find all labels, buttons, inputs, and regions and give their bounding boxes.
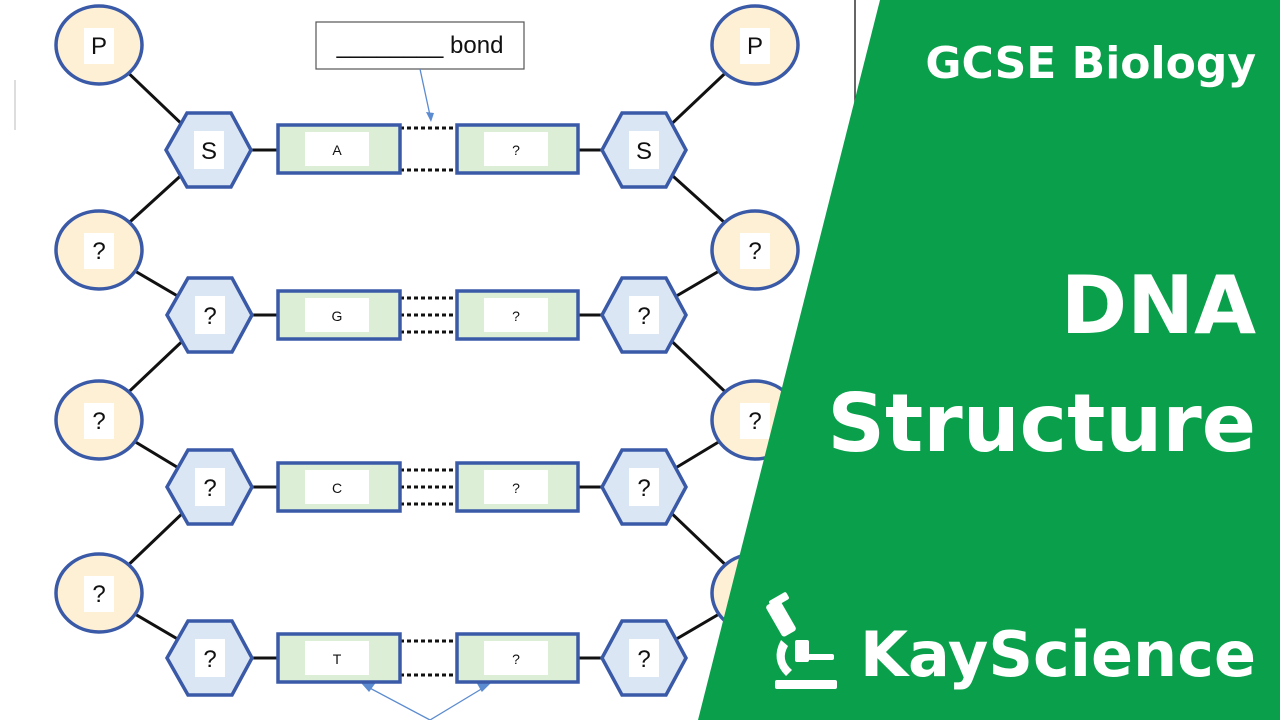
right-base-2: ?: [455, 289, 580, 341]
left-sugar-3: ?: [164, 448, 254, 526]
left-phosphate-4: ?: [54, 552, 144, 634]
subject-label: GCSE Biology: [925, 38, 1256, 89]
svg-text:A: A: [332, 142, 342, 158]
callout-arrow: [419, 68, 432, 121]
bond-callout-box: [315, 21, 525, 70]
svg-text:?: ?: [203, 646, 216, 673]
right-sugar-1: S: [600, 111, 688, 189]
left-sugar-1: S: [163, 111, 253, 189]
svg-text:?: ?: [748, 408, 761, 435]
left-phosphate-3: ?: [54, 379, 144, 461]
hydrogen-bonds: [400, 126, 457, 677]
svg-text:?: ?: [92, 408, 105, 435]
svg-text:?: ?: [203, 475, 216, 502]
svg-text:?: ?: [512, 308, 520, 324]
title-line-1: DNA: [1061, 259, 1256, 352]
bond-callout-label: ________ bond: [336, 32, 504, 59]
left-base-3: C: [276, 461, 402, 513]
bottom-arrows: [360, 682, 492, 720]
brand-name: KayScience: [860, 618, 1256, 691]
svg-text:C: C: [332, 480, 342, 496]
svg-text:?: ?: [748, 238, 761, 265]
right-phosphate-1: P: [710, 4, 800, 86]
svg-text:?: ?: [637, 475, 650, 502]
title-line-2: Structure: [827, 377, 1256, 470]
right-sugar-4: ?: [600, 619, 688, 697]
left-base-1: A: [276, 123, 402, 175]
sugar-base-connectors: [250, 148, 605, 660]
right-base-4: ?: [455, 632, 580, 684]
microscope-icon: [766, 592, 837, 689]
svg-text:?: ?: [92, 238, 105, 265]
left-phosphate-1: P: [54, 4, 144, 86]
right-sugar-3: ?: [600, 448, 688, 526]
svg-text:?: ?: [203, 303, 216, 330]
svg-text:P: P: [747, 33, 763, 60]
banner-background: [698, 0, 1280, 720]
svg-text:P: P: [91, 33, 107, 60]
svg-text:?: ?: [637, 646, 650, 673]
left-sugar-4: ?: [164, 619, 254, 697]
left-phosphate-2: ?: [54, 209, 144, 291]
right-base-1: ?: [455, 123, 580, 175]
svg-text:?: ?: [512, 651, 520, 667]
right-sugar-2: ?: [600, 276, 688, 354]
right-phosphate-2: ?: [710, 209, 800, 291]
left-base-4: T: [276, 632, 402, 684]
svg-text:?: ?: [512, 142, 520, 158]
svg-text:T: T: [333, 651, 342, 667]
svg-text:?: ?: [92, 581, 105, 608]
svg-text:S: S: [201, 138, 217, 165]
svg-text:?: ?: [512, 480, 520, 496]
left-sugar-2: ?: [164, 276, 254, 354]
callout-arrowhead: [426, 112, 434, 122]
right-base-3: ?: [455, 461, 580, 513]
svg-text:?: ?: [637, 303, 650, 330]
svg-text:S: S: [636, 138, 652, 165]
svg-text:G: G: [332, 308, 343, 324]
left-base-2: G: [276, 289, 402, 341]
